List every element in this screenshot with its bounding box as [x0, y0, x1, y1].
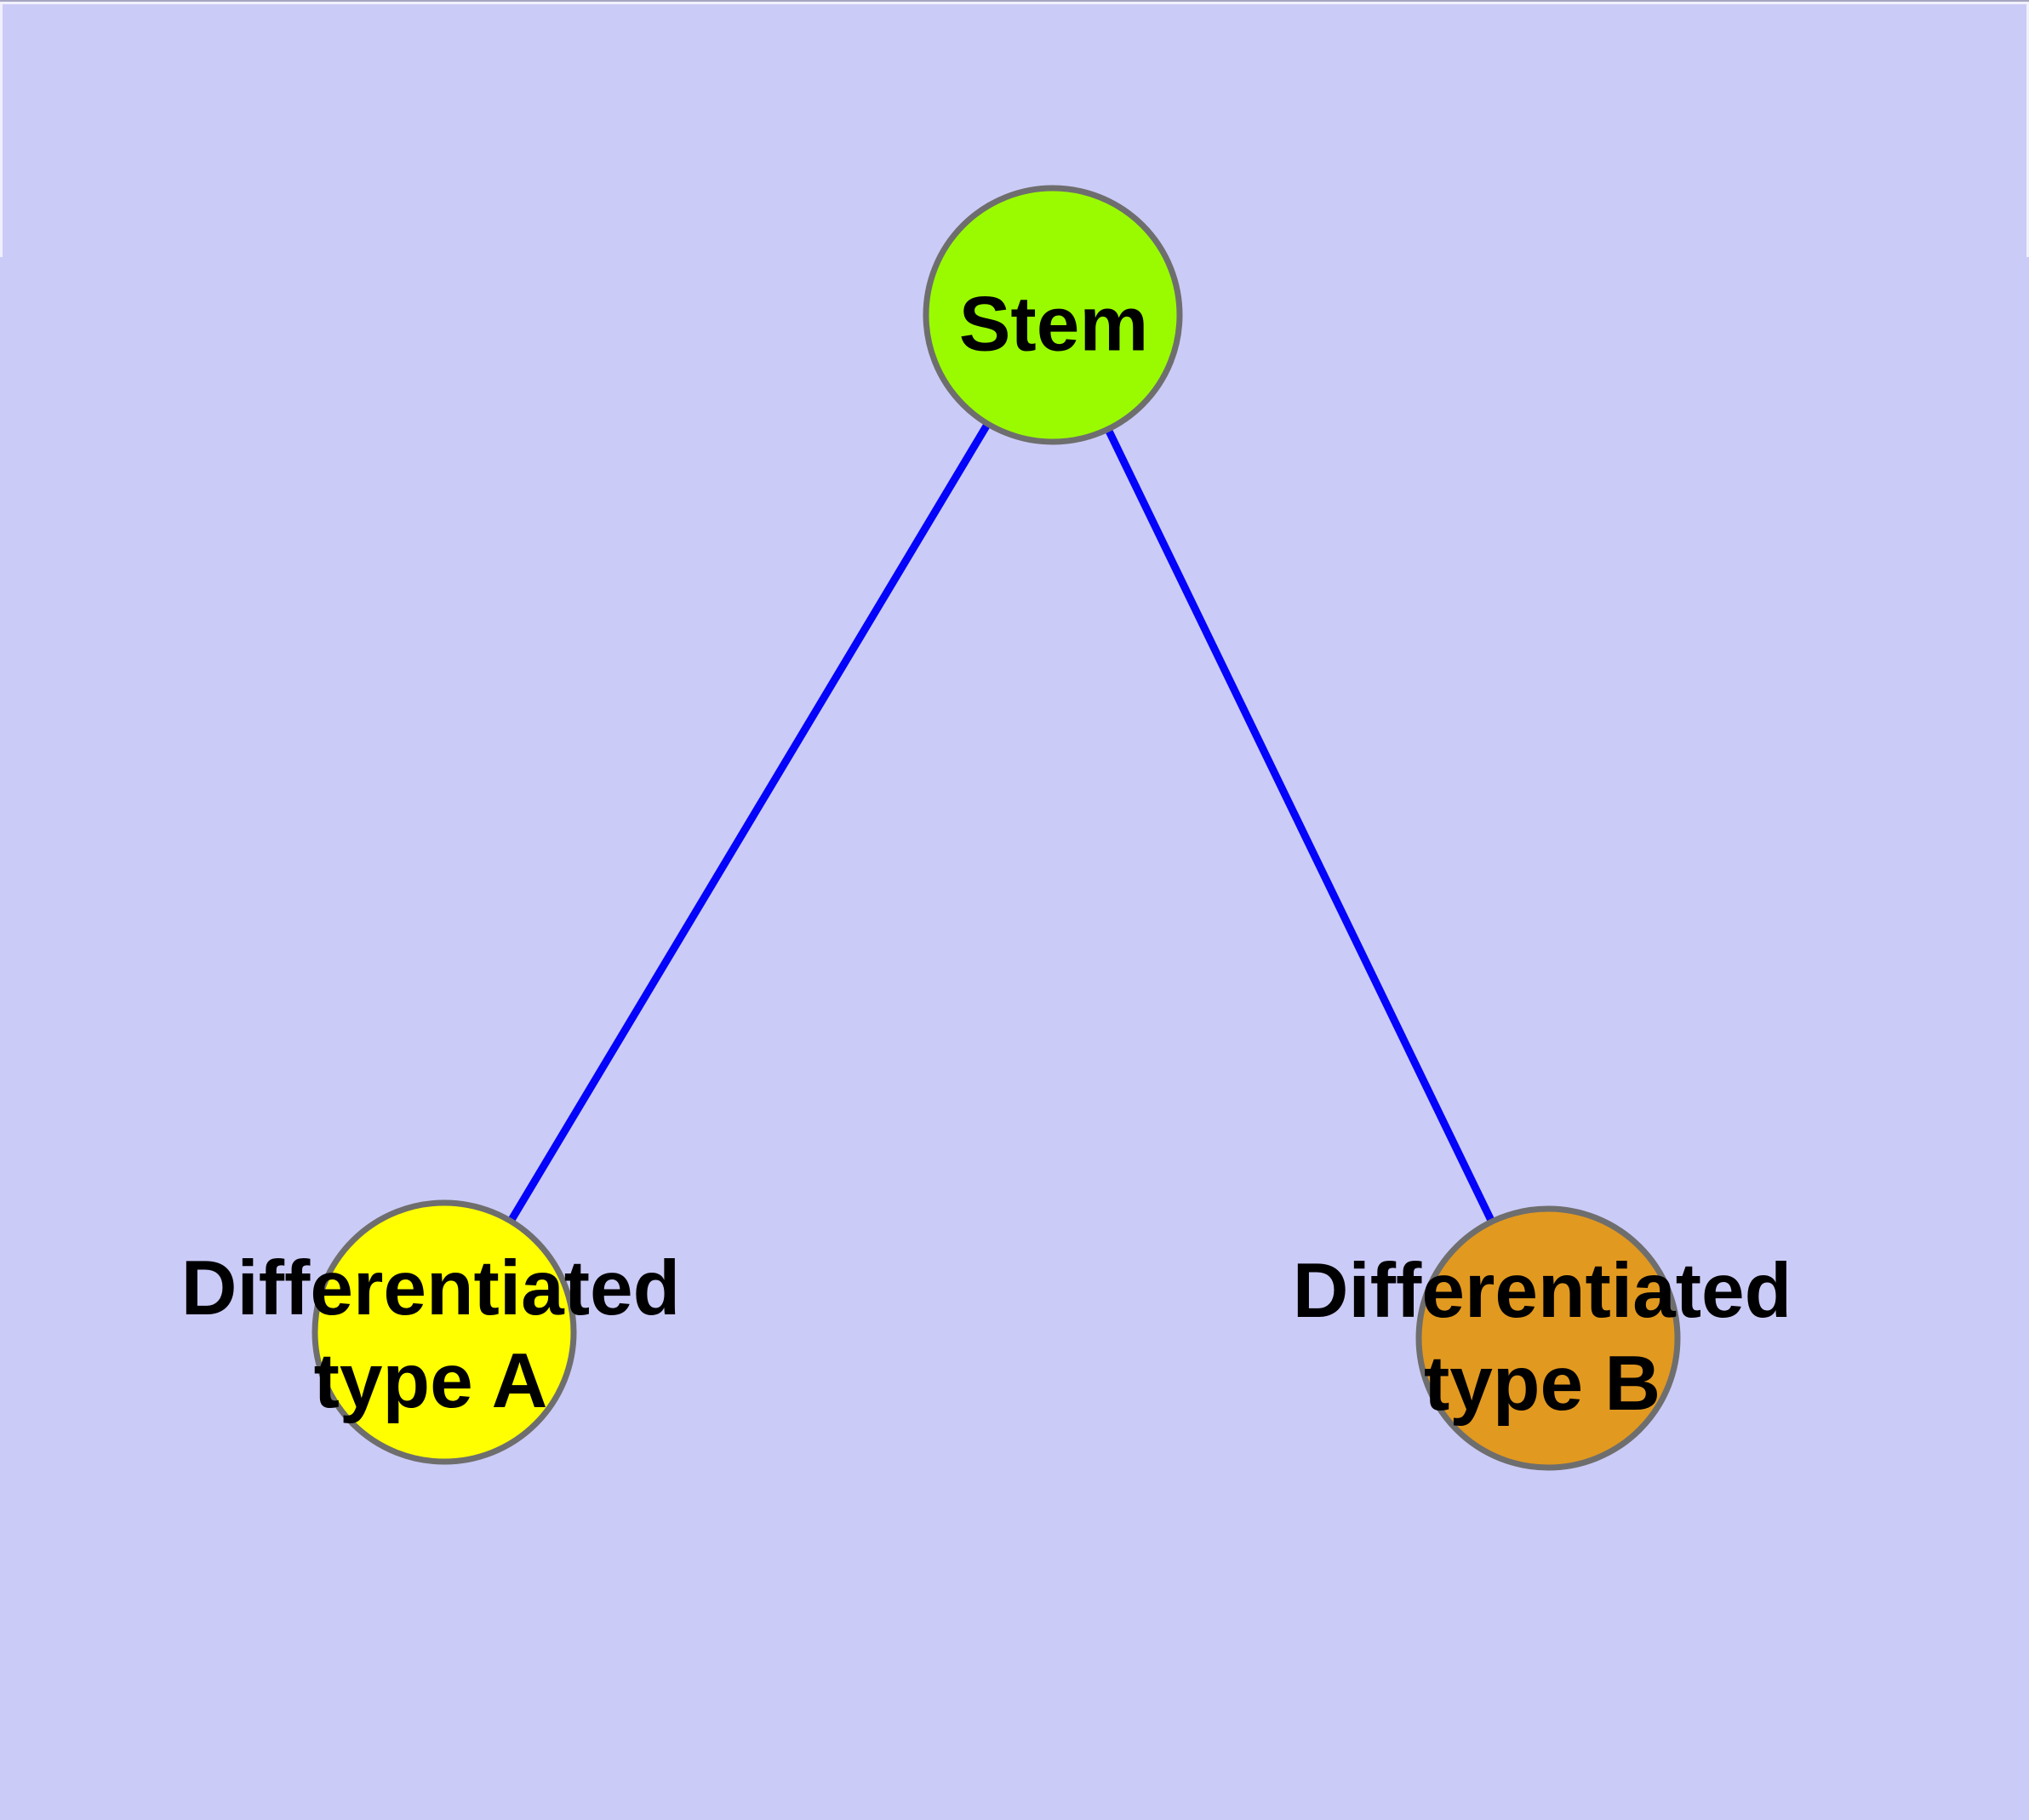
- node-type-a-circle: [311, 1199, 577, 1465]
- edge-stem-to-type-a: [441, 312, 1056, 1335]
- window-top-highlight: [0, 2, 2029, 4]
- window-top-hairline: [0, 0, 2029, 2]
- window-right-highlight: [2026, 2, 2029, 257]
- node-stem-circle: [923, 185, 1183, 445]
- node-type-b-circle: [1415, 1205, 1681, 1471]
- window-left-highlight: [0, 2, 3, 257]
- edge-stem-to-type-b: [1049, 313, 1552, 1340]
